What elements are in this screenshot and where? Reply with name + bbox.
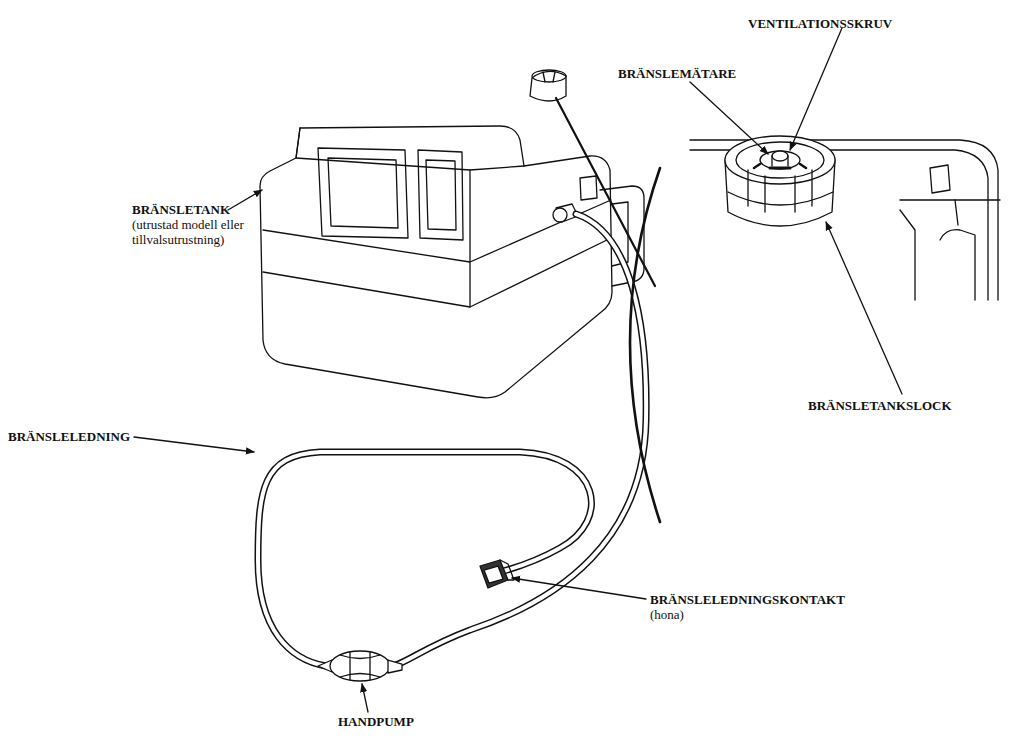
callout-label: (utrustad modell eller tillvalsutrustnin… <box>132 217 254 247</box>
callout-label: HANDPUMP <box>338 714 414 729</box>
callout-label: BRÄNSLETANKSLOCK <box>808 398 952 413</box>
callout-label: VENTILATIONSSKRUV <box>748 16 892 31</box>
zoom-arc <box>630 168 660 522</box>
inset-tank-top <box>690 136 1000 300</box>
fuel-hose <box>258 214 646 666</box>
hose-connector <box>480 560 514 588</box>
leader-lines <box>134 28 902 712</box>
callout-label: BRÄNSLELEDNINGSKONTAKT <box>650 592 845 607</box>
hand-pump <box>318 651 402 681</box>
callout-label: BRÄNSLETANK <box>132 202 230 217</box>
callout-label: (hona) <box>650 607 684 622</box>
callout-label: BRÄNSLELEDNING <box>8 429 130 444</box>
callout-label: BRÄNSLEMÄTARE <box>618 66 736 81</box>
zoom-line <box>556 98 655 286</box>
fuel-tank <box>260 70 644 398</box>
